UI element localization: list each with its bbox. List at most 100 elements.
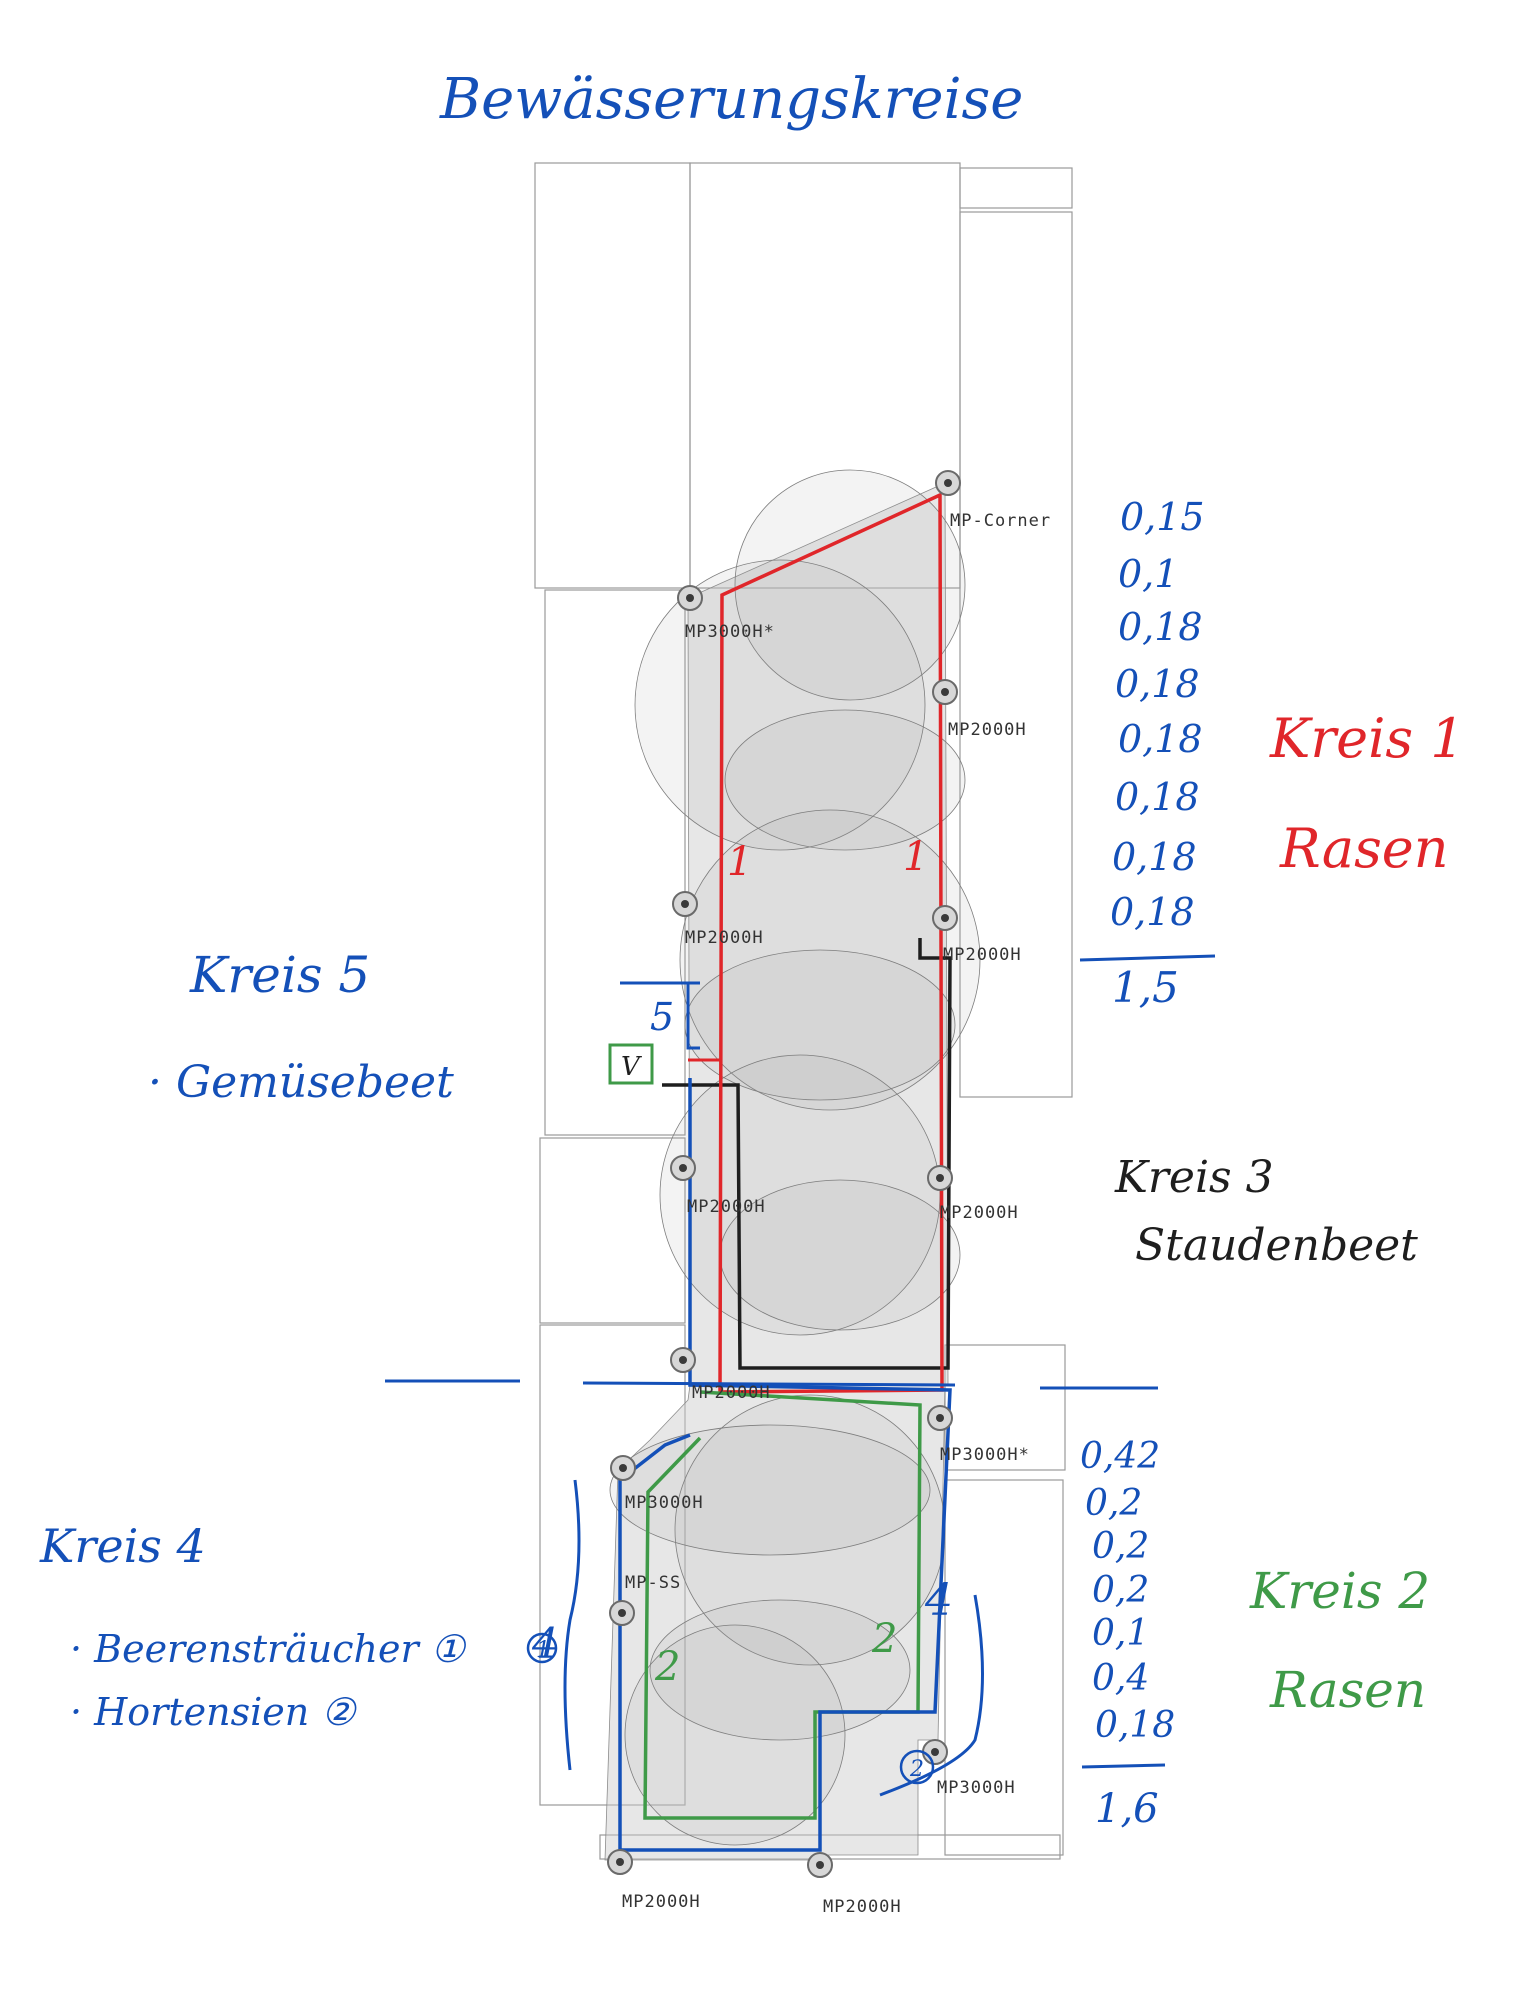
kreis1-sum-rule [1079, 954, 1216, 962]
valve-label: V [621, 1052, 642, 1082]
kreis2-value: 0,2 [1092, 1570, 1149, 1611]
kreis1-value: 0,15 [1120, 495, 1205, 539]
head-label-mp3000h: MP3000H [937, 1778, 1016, 1798]
kreis2-value: 0,42 [1080, 1436, 1160, 1477]
kreis2-value: 0,4 [1092, 1658, 1149, 1699]
kreis1-marker: 1 [727, 839, 752, 885]
kreis2-marker: 2 [871, 1616, 897, 1662]
kreis2-sum-rule [1081, 1763, 1166, 1769]
kreis2-marker: 2 [654, 1644, 680, 1690]
sprinkler-head-icon [927, 1405, 953, 1431]
kreis2-value: 0,2 [1085, 1483, 1142, 1524]
head-label-mp2000h: MP2000H [685, 928, 764, 948]
spray-arc [724, 709, 966, 851]
svg-text:1: 1 [536, 1638, 550, 1663]
head-label-mp2000h: MP2000H [687, 1197, 766, 1217]
sprinkler-head-icon [932, 905, 958, 931]
circled-marker-2: 2 [899, 1749, 935, 1785]
kreis1-value: 0,18 [1110, 890, 1195, 934]
kreis1-value: 0,1 [1118, 552, 1178, 596]
spray-arc [649, 1599, 911, 1741]
site-plan [534, 162, 1073, 1860]
spray-arc [609, 1424, 931, 1556]
kreis1-line [718, 492, 944, 1394]
head-label-mp3000h-star-mid: MP3000H* [940, 1445, 1030, 1465]
sprinkler-head-icon [922, 1739, 948, 1765]
kreis1-value: 0,18 [1118, 717, 1203, 761]
kreis2-value: 0,2 [1092, 1526, 1149, 1567]
kreis2-name: Kreis 2 [1249, 1562, 1430, 1620]
head-label-mp-corner: MP-Corner [950, 511, 1051, 531]
kreis2-value: 0,1 [1092, 1613, 1149, 1654]
kreis4-bracket [563, 1479, 581, 1771]
plot-right-bottom [944, 1479, 1064, 1856]
plot-top-left [534, 162, 691, 589]
plot-left-column [544, 589, 686, 1136]
sprinkler-head-icon [607, 1849, 633, 1875]
kreis2-desc: Rasen [1269, 1661, 1426, 1719]
sprinkler-head-icon [672, 891, 698, 917]
kreis5-name: Kreis 5 [189, 946, 370, 1004]
kreis4-item1: · Beerensträucher ① [70, 1627, 467, 1671]
spray-arc [679, 809, 981, 1111]
plot-left-bottom [539, 1324, 686, 1806]
sprinkler-head-icon [670, 1155, 696, 1181]
kreis3-name: Kreis 3 [1114, 1152, 1274, 1203]
kreis4-line [618, 1078, 952, 1852]
plot-left-mid [539, 1137, 686, 1324]
kreis3-line [662, 938, 952, 1370]
circled-marker-1: 1 [526, 1632, 558, 1664]
kreis3-desc: Staudenbeet [1135, 1220, 1418, 1271]
kreis5-desc: · Gemüsebeet [148, 1057, 454, 1108]
plot-right-column [959, 211, 1073, 1098]
head-label-mp2000h: MP2000H [948, 720, 1027, 740]
sprinkler-head-icon [932, 679, 958, 705]
plot-top-right-small [959, 167, 1073, 209]
kreis4-item2: · Hortensien ② [70, 1690, 357, 1734]
kreis1-total: 1,5 [1112, 963, 1179, 1012]
kreis2-line [643, 1390, 922, 1820]
kreis1-name: Kreis 1 [1269, 707, 1465, 770]
spray-arc [684, 949, 956, 1101]
head-label-mp2000h: MP2000H [943, 945, 1022, 965]
title: Bewässerungskreise [439, 67, 1023, 132]
head-label-mp3000h: MP3000H [625, 1493, 704, 1513]
head-label-mp2000h: MP2000H [692, 1383, 771, 1403]
head-label-mp2000h: MP2000H [823, 1897, 902, 1917]
kreis4-marker: 4 [924, 1575, 953, 1626]
kreis2-total: 1,6 [1095, 1786, 1159, 1832]
svg-text:2: 2 [909, 1757, 924, 1782]
spray-arc [734, 469, 966, 701]
sprinkler-labels: MP-Corner MP3000H* MP2000H MP2000H MP200… [622, 511, 1051, 1917]
kreis2-values: 0,42 0,2 0,2 0,2 0,1 0,4 0,18 [1080, 1436, 1175, 1746]
spray-arc [634, 559, 926, 851]
kreis5-line [686, 981, 700, 1050]
sprinkler-head-icon [610, 1455, 636, 1481]
kreis2-value: 0,18 [1095, 1705, 1175, 1746]
kreis1-desc: Rasen [1279, 817, 1449, 880]
kreis5-marker: 5 [650, 995, 674, 1039]
valve-box: V [608, 1043, 654, 1085]
sprinkler-head-icon [609, 1600, 635, 1626]
sprinkler-head-icon [935, 470, 961, 496]
sprinkler-head-icon [670, 1347, 696, 1373]
sprinkler-head-icon [927, 1165, 953, 1191]
kreis1-value: 0,18 [1112, 835, 1197, 879]
coverage-zones [604, 482, 949, 1861]
section-divider [385, 1379, 1158, 1390]
kreis4-name: Kreis 4 [39, 1519, 206, 1573]
spray-arcs [609, 469, 981, 1846]
head-label-mp3000h-star-top: MP3000H* [685, 622, 775, 642]
sprinkler-head-icon [677, 585, 703, 611]
kreis4-bracket-right [879, 1594, 984, 1797]
kreis1-value: 0,18 [1115, 775, 1200, 819]
kreis1-marker: 1 [903, 834, 928, 880]
head-label-mp-ss: MP-SS [625, 1573, 681, 1593]
kreis1-value: 0,18 [1115, 662, 1200, 706]
head-label-mp2000h: MP2000H [940, 1203, 1019, 1223]
spray-arc [624, 1624, 846, 1846]
kreis1-value: 0,18 [1118, 605, 1203, 649]
sprinkler-head-icon [807, 1852, 833, 1878]
head-label-mp2000h: MP2000H [622, 1892, 701, 1912]
